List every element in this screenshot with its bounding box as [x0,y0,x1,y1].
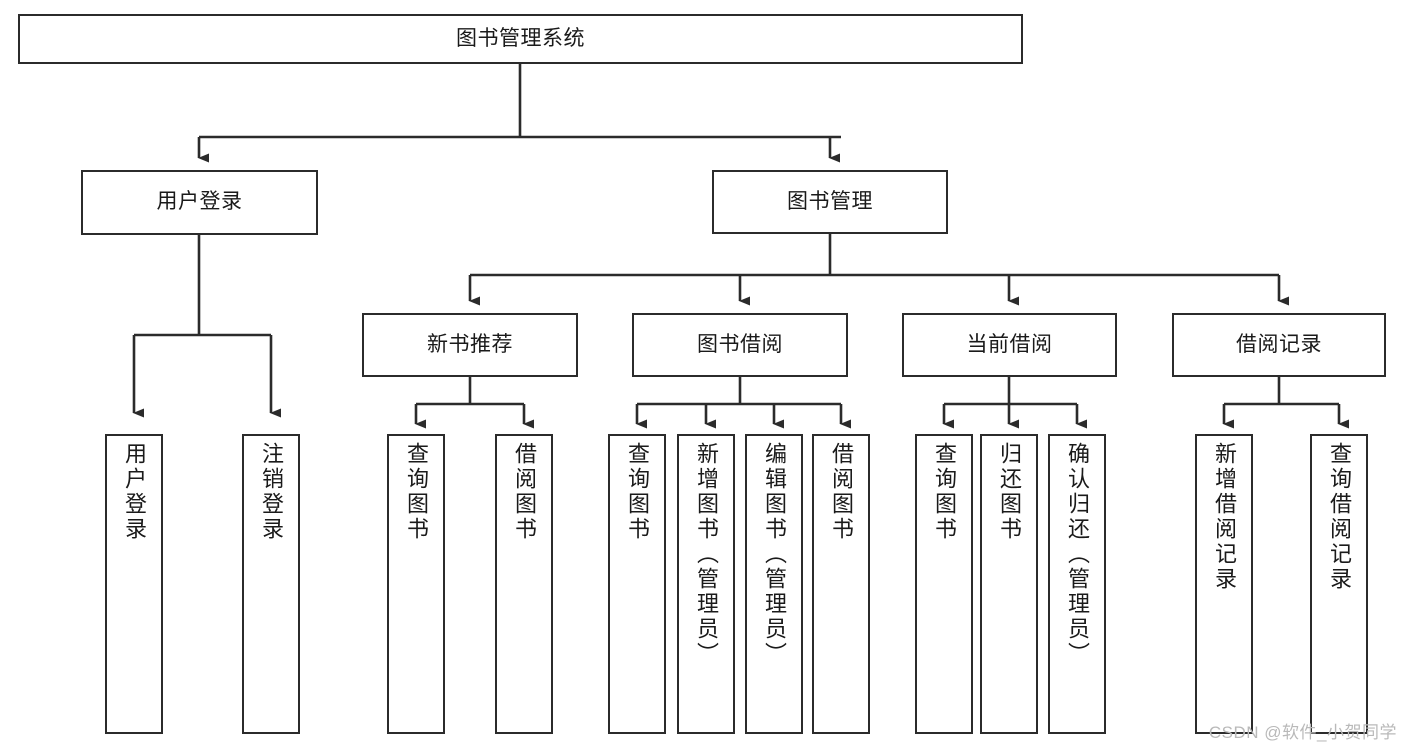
leaf-borrow-book-2-label: 借阅图书 [829,442,854,542]
leaf-borrow-book-1[interactable]: 借阅图书 [495,434,553,734]
leaf-query-book-3-label: 查询图书 [932,442,957,542]
leaf-borrow-book-2[interactable]: 借阅图书 [812,434,870,734]
leaf-user-logout-label: 注销登录 [259,442,284,542]
leaf-user-login[interactable]: 用户登录 [105,434,163,734]
leaf-add-book[interactable]: 新增图书（管理员） [677,434,735,734]
node-root-label: 图书管理系统 [456,26,585,50]
leaf-return-book[interactable]: 归还图书 [980,434,1038,734]
node-user-login-label: 用户登录 [156,190,243,214]
leaf-user-login-label: 用户登录 [122,442,147,542]
leaf-confirm-return[interactable]: 确认归还（管理员） [1048,434,1106,734]
node-book-manage[interactable]: 图书管理 [712,170,948,234]
node-current-borrow[interactable]: 当前借阅 [902,313,1117,377]
node-book-manage-label: 图书管理 [787,189,873,213]
node-book-borrow[interactable]: 图书借阅 [632,313,848,377]
leaf-user-logout[interactable]: 注销登录 [242,434,300,734]
leaf-add-record-label: 新增借阅记录 [1212,442,1237,592]
leaf-edit-book-label: 编辑图书（管理员） [762,442,787,667]
leaf-return-book-label: 归还图书 [997,442,1022,542]
leaf-query-book-3[interactable]: 查询图书 [915,434,973,734]
node-book-borrow-label: 图书借阅 [697,332,783,356]
leaf-edit-book[interactable]: 编辑图书（管理员） [745,434,803,734]
leaf-query-record-label: 查询借阅记录 [1327,442,1352,592]
node-current-borrow-label: 当前借阅 [966,332,1053,356]
node-borrow-record-label: 借阅记录 [1236,332,1322,356]
leaf-query-book-1[interactable]: 查询图书 [387,434,445,734]
node-new-book-recommend[interactable]: 新书推荐 [362,313,578,377]
leaf-add-book-label: 新增图书（管理员） [694,442,719,667]
node-borrow-record[interactable]: 借阅记录 [1172,313,1386,377]
leaf-query-record[interactable]: 查询借阅记录 [1310,434,1368,734]
node-root[interactable]: 图书管理系统 [18,14,1023,64]
leaf-query-book-2-label: 查询图书 [625,442,650,542]
leaf-query-book-2[interactable]: 查询图书 [608,434,666,734]
leaf-add-record[interactable]: 新增借阅记录 [1195,434,1253,734]
node-user-login[interactable]: 用户登录 [81,170,318,235]
node-new-book-recommend-label: 新书推荐 [427,332,513,356]
leaf-confirm-return-label: 确认归还（管理员） [1065,442,1090,667]
csdn-watermark: CSDN @软件_小贺同学 [1208,723,1397,742]
leaf-query-book-1-label: 查询图书 [404,442,429,542]
leaf-borrow-book-1-label: 借阅图书 [512,442,537,542]
